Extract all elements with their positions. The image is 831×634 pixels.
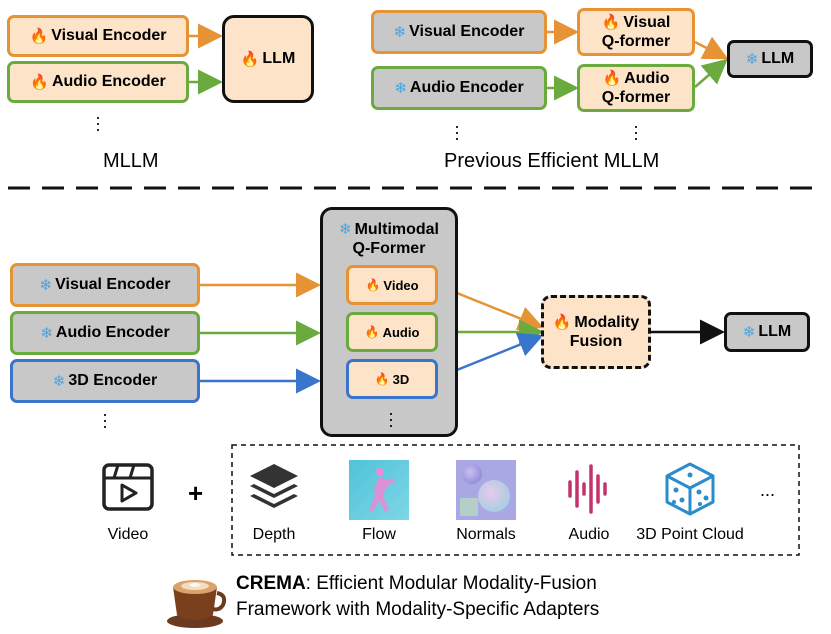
snowflake-icon: ❄	[745, 50, 759, 68]
audio-qformer-line2: Q-former	[601, 89, 671, 106]
snowflake-icon: ❄	[40, 324, 53, 342]
video-label: Video	[107, 526, 149, 543]
audio-encoder-label: Audio Encoder	[51, 73, 166, 90]
visual-qformer-line1: Visual	[623, 14, 671, 31]
audio-waveform-icon	[568, 464, 607, 514]
audio-encoder-frozen: ❄ Audio Encoder	[10, 311, 200, 355]
flame-icon: 🔥	[602, 70, 622, 87]
multimodal-title-line2: Q-Former	[352, 240, 426, 257]
visual-encoder-label: Visual Encoder	[409, 23, 525, 40]
point-cloud-icon	[665, 462, 715, 516]
flow-image	[349, 460, 409, 520]
modality-fusion: 🔥Modality Fusion	[541, 295, 651, 369]
modality-fusion-line2: Fusion	[569, 333, 623, 350]
flame-icon: 🔥	[364, 325, 380, 339]
flame-icon: 🔥	[240, 50, 260, 68]
audio-encoder-frozen: ❄ Audio Encoder	[371, 66, 547, 110]
footer-line1: CREMA: Efficient Modular Modality-Fusion	[236, 573, 597, 595]
flame-icon: 🔥	[29, 27, 49, 45]
flow-label: Flow	[362, 526, 396, 543]
modalities-dashed-frame	[231, 444, 800, 556]
3d-adapter-label: 3D	[392, 371, 410, 387]
previous-efficient-mllm-caption: Previous Efficient MLLM	[444, 150, 660, 172]
crema-coffee-cup-logo	[167, 580, 227, 628]
more-encoders-dots: ···	[95, 107, 101, 139]
3d-adapter: 🔥 3D	[346, 359, 438, 399]
more-qformers-dots: ···	[633, 116, 639, 148]
depth-icon	[250, 464, 298, 508]
flame-icon: 🔥	[601, 14, 621, 31]
snowflake-icon: ❄	[393, 23, 407, 41]
mllm-caption: MLLM	[103, 150, 159, 172]
point-cloud-label: 3D Point Cloud	[636, 526, 744, 543]
multimodal-title-line1: Multimodal	[354, 221, 439, 238]
modality-fusion-line1: Modality	[574, 314, 640, 331]
flame-icon: 🔥	[365, 278, 381, 292]
visual-encoder-label: Visual Encoder	[55, 276, 171, 293]
flame-icon: 🔥	[374, 372, 390, 386]
snowflake-icon: ❄	[338, 221, 352, 238]
llm-label: LLM	[262, 50, 296, 67]
audio-adapter: 🔥 Audio	[346, 312, 438, 352]
snowflake-icon: ❄	[52, 372, 66, 390]
visual-qformer-line2: Q-former	[601, 33, 671, 50]
audio-label: Audio	[568, 526, 610, 543]
llm-label: LLM	[758, 323, 792, 340]
audio-encoder-label: Audio Encoder	[409, 79, 524, 96]
arrow-audio-qformer-to-llm	[694, 58, 728, 88]
footer-line2: Framework with Modality-Specific Adapter…	[236, 599, 600, 620]
video-adapter: 🔥 Video	[346, 265, 438, 305]
visual-encoder-label: Visual Encoder	[51, 27, 167, 44]
audio-qformer: 🔥Audio Q-former	[577, 64, 695, 112]
flame-icon: 🔥	[30, 73, 49, 91]
more-adapters-dots: ···	[388, 403, 394, 435]
normals-label: Normals	[456, 526, 516, 543]
llm-trainable: 🔥 LLM	[222, 15, 314, 103]
more-encoders-dots: ···	[454, 116, 460, 148]
snowflake-icon: ❄	[39, 276, 53, 294]
plus-sign: +	[188, 478, 204, 508]
audio-encoder-trainable: 🔥 Audio Encoder	[7, 61, 189, 103]
llm-frozen: ❄ LLM	[724, 312, 810, 352]
snowflake-icon: ❄	[394, 79, 407, 97]
audio-qformer-line1: Audio	[624, 70, 670, 87]
video-icon	[102, 463, 154, 511]
flame-icon: 🔥	[552, 314, 572, 331]
visual-qformer: 🔥Visual Q-former	[577, 8, 695, 56]
footer-line1-rest: : Efficient Modular Modality-Fusion	[305, 573, 597, 594]
llm-label: LLM	[761, 50, 795, 67]
normals-image	[456, 460, 516, 520]
llm-frozen: ❄ LLM	[727, 40, 813, 78]
arrow-visual-qformer-to-llm	[694, 36, 729, 60]
snowflake-icon: ❄	[742, 323, 756, 341]
3d-encoder-label: 3D Encoder	[68, 372, 158, 389]
more-encoders-dots: ···	[102, 404, 108, 436]
crema-brand-name: CREMA	[236, 573, 306, 594]
visual-encoder-frozen: ❄ Visual Encoder	[10, 263, 200, 307]
depth-label: Depth	[252, 526, 296, 543]
audio-adapter-label: Audio	[382, 324, 420, 340]
visual-encoder-frozen: ❄ Visual Encoder	[371, 10, 547, 54]
video-adapter-label: Video	[383, 277, 419, 293]
more-modalities-ellipsis: ...	[760, 480, 776, 500]
visual-encoder-trainable: 🔥 Visual Encoder	[7, 15, 189, 57]
3d-encoder-frozen: ❄ 3D Encoder	[10, 359, 200, 403]
audio-encoder-label: Audio Encoder	[55, 324, 170, 341]
